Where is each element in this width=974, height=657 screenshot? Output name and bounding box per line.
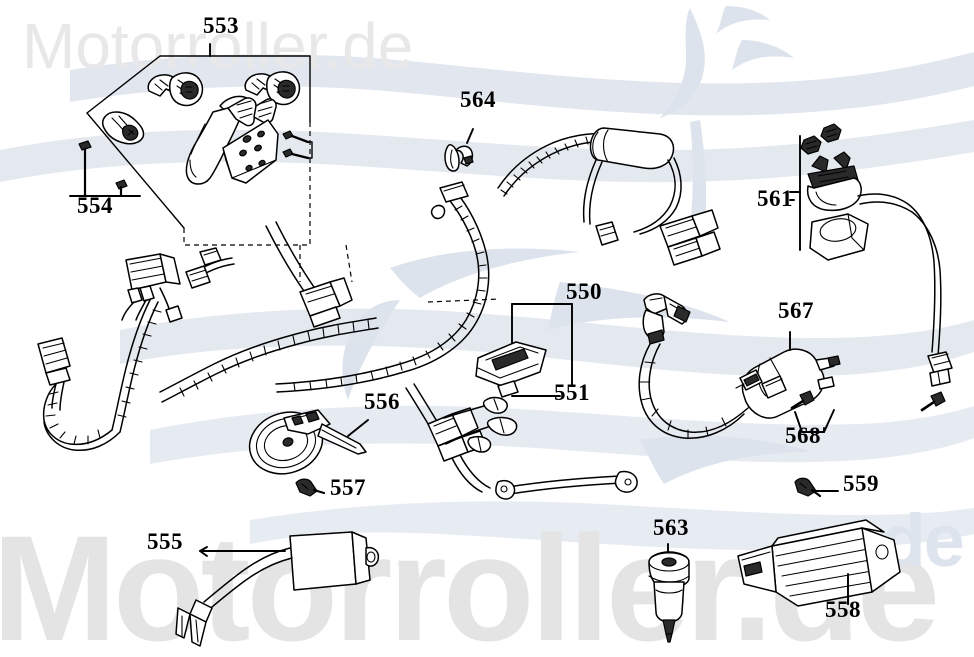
harness-ground-lead bbox=[495, 470, 638, 500]
part-564-cable-clip bbox=[444, 128, 474, 172]
callout-labels: 553 564 561 554 550 567 551 556 568 557 … bbox=[77, 13, 879, 622]
callout-label-563: 563 bbox=[653, 515, 689, 540]
callout-label-557: 557 bbox=[330, 475, 366, 500]
lock-cylinder-a bbox=[102, 111, 145, 145]
callout-label-564: 564 bbox=[460, 87, 496, 112]
harness-left-connectors bbox=[111, 247, 235, 433]
loom-wrap-ll bbox=[117, 309, 162, 418]
harness-main-loom bbox=[275, 181, 490, 393]
part-557-screw bbox=[295, 478, 326, 497]
callout-label-553: 553 bbox=[203, 13, 239, 38]
part-563-fuel-filter bbox=[648, 543, 690, 643]
part-555-cdi-unit bbox=[175, 531, 380, 647]
callout-label-558: 558 bbox=[825, 597, 861, 622]
callout-label-568: 568 bbox=[785, 423, 821, 448]
part-556-horn bbox=[248, 409, 369, 475]
harness-left-branch bbox=[159, 317, 379, 403]
part-550-wiring-harness bbox=[37, 127, 721, 500]
callout-label-555: 555 bbox=[147, 529, 183, 554]
callout-label-559: 559 bbox=[843, 471, 879, 496]
callout-label-561: 561 bbox=[757, 186, 793, 211]
part-553-ignition-lock-set bbox=[86, 43, 313, 246]
part-561-starter-relay bbox=[789, 123, 953, 387]
harness-far-left-connector bbox=[37, 337, 121, 452]
callout-dash-550 bbox=[427, 298, 501, 303]
loom-wrap-fl bbox=[45, 391, 101, 445]
harness-upper-branch bbox=[497, 127, 721, 266]
part-551-terminals bbox=[443, 341, 547, 453]
harness-to-lockset bbox=[265, 221, 353, 328]
callout-label-556: 556 bbox=[364, 389, 400, 414]
part-558-voltage-regulator bbox=[737, 519, 901, 607]
key-set-a bbox=[147, 72, 204, 107]
seat-lock-plate bbox=[222, 119, 279, 184]
lock-set-inner-screws bbox=[282, 130, 313, 160]
callout-label-550: 550 bbox=[566, 279, 602, 304]
part-559-screw bbox=[794, 477, 839, 498]
part-568-bolts bbox=[790, 390, 946, 433]
ht-lead-texture bbox=[639, 361, 727, 439]
key-set-b bbox=[244, 71, 301, 106]
watermark-top: Motorroller.de bbox=[22, 10, 413, 82]
loom-wrap-main bbox=[293, 196, 488, 392]
callout-label-567: 567 bbox=[778, 298, 814, 323]
callout-label-554: 554 bbox=[77, 193, 113, 218]
callout-label-551: 551 bbox=[554, 380, 590, 405]
loom-wrap-left bbox=[179, 319, 370, 397]
part-554-screws bbox=[69, 140, 141, 198]
